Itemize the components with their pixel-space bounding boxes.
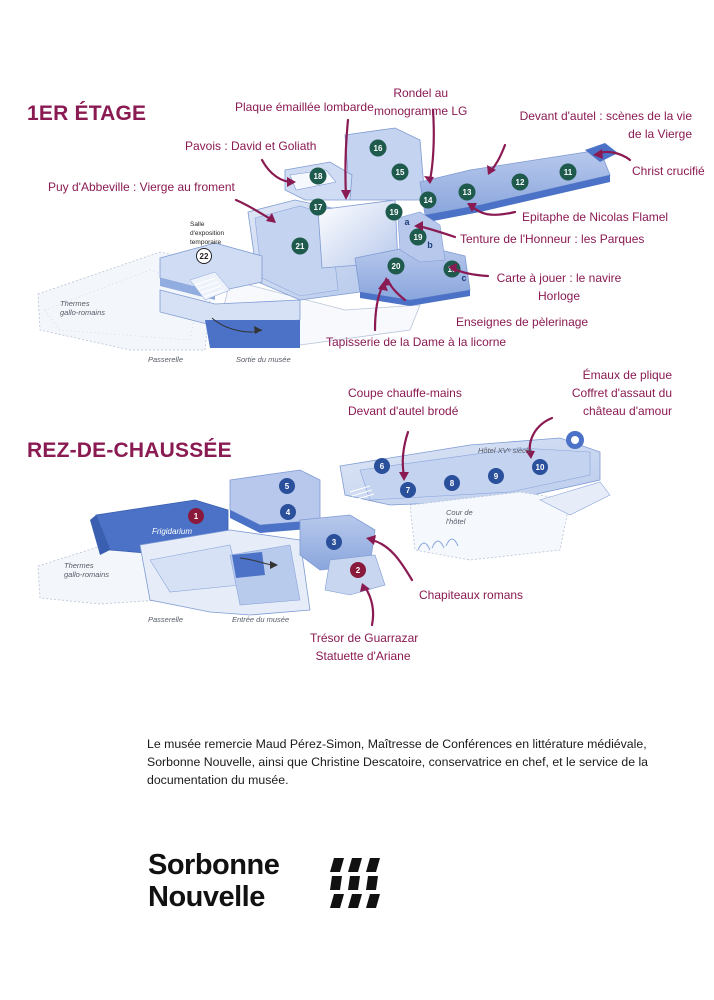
svg-text:1: 1 — [194, 512, 199, 521]
annotation-puy: Puy d'Abbeville : Vierge au froment — [48, 180, 235, 194]
svg-text:16: 16 — [374, 144, 383, 153]
room-marker-20: 20 — [387, 257, 405, 275]
cour-label: Cour de l'hôtel — [446, 508, 473, 526]
annotation-rondel: Rondel au monogramme LG — [374, 86, 468, 118]
annotation-pavois: Pavois : David et Goliath — [185, 139, 317, 153]
svg-text:6: 6 — [380, 462, 385, 471]
annotation-chapiteaux: Chapiteaux romans — [419, 588, 524, 602]
room-marker-15: 15 — [391, 163, 409, 181]
annotation-devant-autel: Devant d'autel : scènes de la vie de la … — [519, 109, 692, 141]
room-marker-5: 5 — [279, 478, 295, 494]
room-marker-6: 6 — [374, 458, 390, 474]
room-marker-2: 2 — [350, 562, 366, 578]
svg-text:11: 11 — [564, 168, 573, 177]
svg-text:8: 8 — [450, 479, 455, 488]
room-marker-3: 3 — [326, 534, 342, 550]
room-marker-21: 21 — [291, 237, 309, 255]
acknowledgements-text: Le musée remercie Maud Pérez-Simon, Maît… — [147, 737, 649, 787]
svg-text:19: 19 — [390, 208, 399, 217]
frigidarium-label: Frigidarium — [152, 527, 193, 536]
room-marker-17: 17 — [309, 198, 327, 216]
annotation-epitaphe: Epitaphe de Nicolas Flamel — [522, 210, 669, 224]
room-marker-18: 18 — [309, 167, 327, 185]
ground-thermes-label: Thermes gallo-romains — [64, 561, 110, 579]
room-marker-7: 7 — [400, 482, 416, 498]
svg-text:20: 20 — [392, 262, 401, 271]
annotation-enseignes: Enseignes de pèlerinage — [456, 315, 589, 329]
room-letter-a: a — [404, 217, 410, 227]
room-marker-16: 16 — [369, 139, 387, 157]
room-marker-11: 11 — [559, 163, 577, 181]
logo-line2: Nouvelle — [148, 881, 265, 913]
svg-text:15: 15 — [396, 168, 405, 177]
first-floor-title: 1ER ÉTAGE — [27, 102, 147, 125]
room-marker-4: 4 — [280, 504, 296, 520]
first-passerelle-label: Passerelle — [148, 355, 184, 364]
first-floor-arrowheads — [266, 149, 603, 291]
room-marker-13: 13 — [458, 183, 476, 201]
ground-floor-title: REZ-DE-CHAUSSÉE — [27, 439, 232, 462]
room-marker-19b: 19 — [409, 228, 427, 246]
annotation-plaque: Plaque émaillée lombarde — [235, 100, 374, 114]
expo-label: Salle d'exposition temporaire — [190, 221, 225, 246]
room-letter-c: c — [461, 273, 466, 283]
hotel-label: Hôtel XVᵉ siècle — [478, 446, 532, 455]
svg-text:14: 14 — [424, 196, 433, 205]
room-marker-22: 22 — [196, 248, 212, 264]
annotation-tresor: Trésor de Guarrazar Statuette d'Ariane — [310, 631, 419, 663]
sortie-label: Sortie du musée — [236, 355, 291, 364]
annotation-tenture: Tenture de l'Honneur : les Parques — [460, 232, 645, 246]
ground-floor-arrowheads — [360, 450, 535, 592]
room-letter-b: b — [427, 240, 433, 250]
svg-text:7: 7 — [406, 486, 411, 495]
svg-text:5: 5 — [285, 482, 290, 491]
entree-label: Entrée du musée — [232, 615, 290, 624]
room-marker-12: 12 — [511, 173, 529, 191]
svg-text:3: 3 — [332, 538, 337, 547]
svg-text:17: 17 — [314, 203, 323, 212]
first-floor-plan — [37, 127, 618, 351]
logo-line1: Sorbonne — [148, 849, 280, 881]
svg-text:12: 12 — [516, 178, 525, 187]
annotation-carte: Carte à jouer : le navire Horloge — [496, 271, 622, 303]
room-marker-19a: 19 — [385, 203, 403, 221]
first-thermes-label: Thermes gallo-romains — [60, 299, 106, 317]
svg-text:22: 22 — [200, 252, 209, 261]
room-marker-1: 1 — [188, 508, 204, 524]
svg-text:13: 13 — [463, 188, 472, 197]
svg-text:21: 21 — [296, 242, 305, 251]
room-marker-10: 10 — [532, 459, 548, 475]
annotation-christ: Christ crucifié — [632, 164, 705, 178]
sorbonne-nouvelle-logo: Sorbonne Nouvelle — [148, 850, 388, 916]
ground-passerelle-label: Passerelle — [148, 615, 184, 624]
annotation-emaux: Émaux de plique Coffret d'assaut du chât… — [571, 368, 672, 418]
svg-text:18: 18 — [314, 172, 323, 181]
ground-floor-room-markers: 1 2 3 4 5 6 7 8 9 10 — [188, 458, 548, 578]
annotation-coupe: Coupe chauffe-mains Devant d'autel brodé — [348, 386, 462, 418]
svg-text:4: 4 — [286, 508, 291, 517]
svg-text:9: 9 — [494, 472, 499, 481]
room-marker-8: 8 — [444, 475, 460, 491]
room-marker-14: 14 — [419, 191, 437, 209]
room-marker-9: 9 — [488, 468, 504, 484]
svg-text:2: 2 — [356, 566, 361, 575]
annotation-tapisserie: Tapisserie de la Dame à la licorne — [326, 335, 507, 349]
logo-stripes-icon — [330, 858, 380, 908]
svg-text:10: 10 — [536, 463, 545, 472]
svg-text:19: 19 — [414, 233, 423, 242]
